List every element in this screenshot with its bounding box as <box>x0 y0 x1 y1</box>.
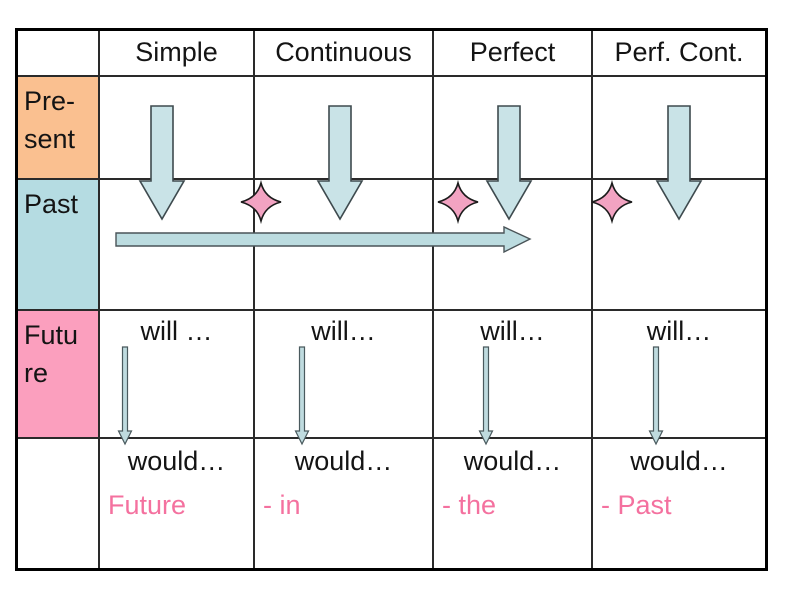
header-corner-cell <box>18 31 100 77</box>
cell-conditional-simple: would… Future <box>100 439 255 568</box>
cell-past-perfect <box>434 180 593 311</box>
row-label-future-line1: Futu <box>24 320 79 350</box>
note-text-simple: Future <box>108 490 187 520</box>
cell-conditional-perfect: would… - the <box>434 439 593 568</box>
row-label-conditional <box>18 439 100 568</box>
cell-past-perf-cont <box>593 180 765 311</box>
would-text-continuous: would… <box>294 446 393 476</box>
cell-past-simple <box>100 180 255 311</box>
header-perf-cont: Perf. Cont. <box>593 31 765 77</box>
would-text-perfect: would… <box>463 446 562 476</box>
note-text-perfect: - the <box>442 490 497 520</box>
cell-conditional-continuous: would… - in <box>255 439 434 568</box>
row-label-present-line2: sent <box>24 124 76 154</box>
note-text-perf-cont: - Past <box>601 490 672 520</box>
row-label-past: Past <box>18 180 100 311</box>
tense-table: Simple Continuous Perfect Perf. Cont. Pr… <box>15 28 768 571</box>
cell-present-simple <box>100 77 255 180</box>
note-text-continuous: - in <box>263 490 301 520</box>
cell-future-continuous: will… <box>255 311 434 439</box>
header-perfect: Perfect <box>434 31 593 77</box>
cell-present-continuous <box>255 77 434 180</box>
row-label-future-line2: re <box>24 358 49 388</box>
row-label-past-line1: Past <box>24 189 79 219</box>
cell-future-simple: will … <box>100 311 255 439</box>
row-label-present-line1: Pre- <box>24 86 76 116</box>
row-label-present: Pre- sent <box>18 77 100 180</box>
would-text-perf-cont: would… <box>630 446 728 476</box>
cell-past-continuous <box>255 180 434 311</box>
cell-conditional-perf-cont: would… - Past <box>593 439 765 568</box>
would-text-simple: would… <box>127 446 226 476</box>
cell-present-perfect <box>434 77 593 180</box>
header-simple: Simple <box>100 31 255 77</box>
cell-future-perf-cont: will… <box>593 311 765 439</box>
cell-present-perf-cont <box>593 77 765 180</box>
header-continuous: Continuous <box>255 31 434 77</box>
cell-future-perfect: will… <box>434 311 593 439</box>
row-label-future: Futu re <box>18 311 100 439</box>
